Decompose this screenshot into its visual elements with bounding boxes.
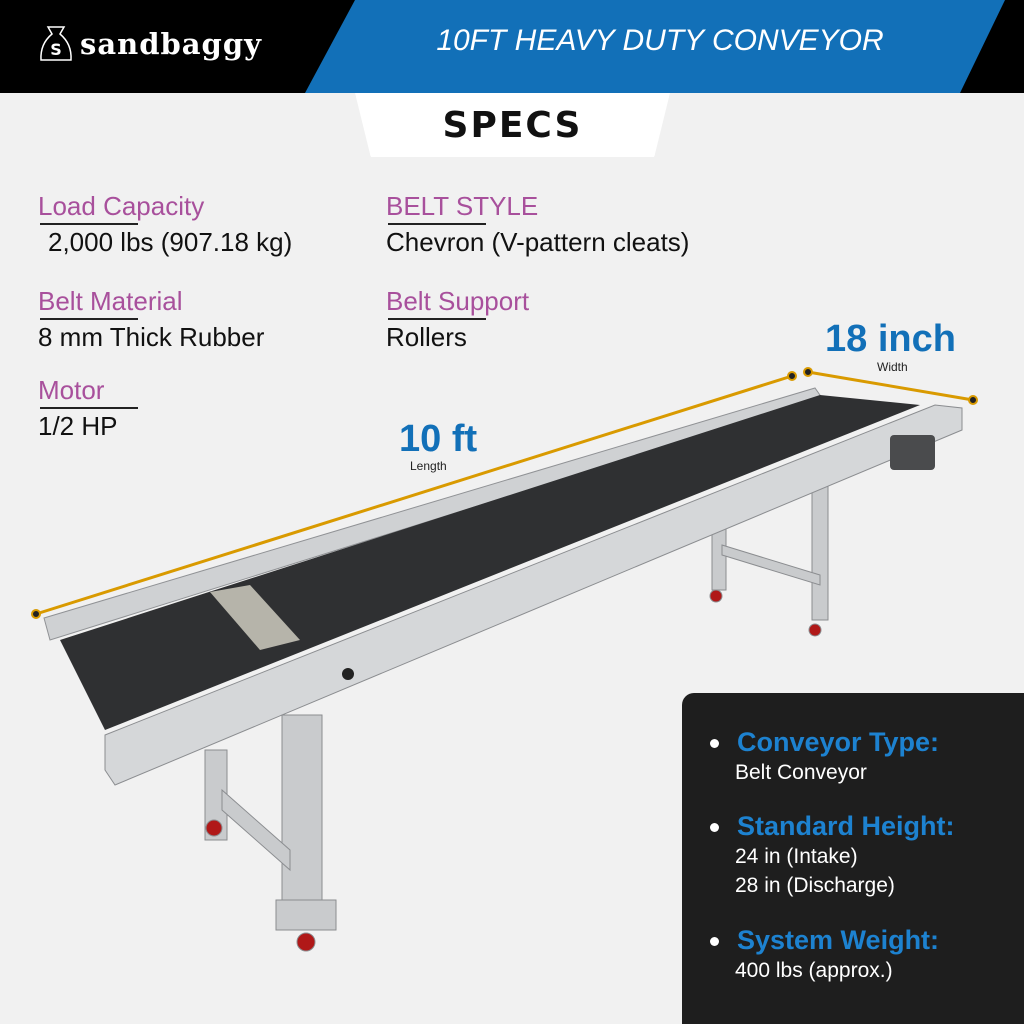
panel-heading: Standard Height: [737, 811, 955, 841]
divider [40, 223, 138, 225]
spec-label: Belt Material [38, 286, 183, 316]
divider [40, 407, 138, 409]
bullet-icon [710, 739, 719, 748]
panel-item-system-weight: System Weight: 400 lbs (approx.) [710, 925, 940, 985]
panel-heading: Conveyor Type: [737, 727, 940, 757]
brand-logo: S sandbaggy [38, 24, 262, 64]
spec-value: Rollers [386, 322, 467, 352]
spec-label: Load Capacity [38, 191, 205, 221]
header-bar: S sandbaggy 10FT HEAVY DUTY CONVEYOR [0, 0, 1024, 93]
spec-value: 1/2 HP [38, 411, 118, 441]
length-dimension-line [35, 374, 793, 616]
spec-label: Motor [38, 375, 105, 405]
page-title: 10FT HEAVY DUTY CONVEYOR [436, 24, 884, 57]
key-specs-panel: Conveyor Type: Belt Conveyor Standard He… [682, 693, 1024, 1024]
spec-label: Belt Support [386, 286, 530, 316]
panel-heading: System Weight: [737, 925, 940, 955]
panel-text: 28 in (Discharge) [735, 874, 895, 897]
svg-text:S: S [50, 40, 62, 59]
motor [890, 435, 935, 470]
near-rail [104, 404, 963, 786]
spec-value: 8 mm Thick Rubber [38, 322, 265, 352]
bullet-icon [710, 823, 719, 832]
length-label: Length [410, 459, 447, 473]
width-label: Width [877, 360, 908, 374]
spec-belt-style: BELT STYLE Chevron (V-pattern cleats) [386, 191, 689, 258]
spec-label: BELT STYLE [386, 191, 539, 221]
panel-text: 400 lbs (approx.) [735, 959, 893, 982]
title-banner [305, 0, 1005, 93]
divider [40, 318, 138, 320]
specs-tab: SPECS [355, 93, 670, 157]
spec-belt-material: Belt Material 8 mm Thick Rubber [38, 286, 264, 353]
panel-item-conveyor-type: Conveyor Type: Belt Conveyor [710, 727, 940, 787]
brand-name: sandbaggy [80, 27, 262, 61]
width-dimension-line [807, 370, 974, 402]
panel-item-standard-height: Standard Height: 24 in (Intake) 28 in (D… [710, 811, 955, 900]
front-legs [204, 714, 337, 952]
money-bag-icon: S [40, 26, 72, 61]
divider [388, 223, 486, 225]
spec-belt-support: Belt Support Rollers [386, 286, 529, 353]
spec-value: 2,000 lbs (907.18 kg) [48, 227, 293, 257]
width-value: 18 inch [825, 318, 956, 360]
spec-load-capacity: Load Capacity 2,000 lbs (907.18 kg) [38, 191, 292, 258]
panel-text: 24 in (Intake) [735, 845, 858, 868]
spec-value: Chevron (V-pattern cleats) [386, 227, 690, 257]
chevron-belt [60, 395, 920, 730]
divider [388, 318, 486, 320]
length-value: 10 ft [399, 418, 478, 460]
panel-text: Belt Conveyor [735, 761, 867, 784]
bullet-icon [710, 937, 719, 946]
spec-motor: Motor 1/2 HP [38, 375, 138, 442]
